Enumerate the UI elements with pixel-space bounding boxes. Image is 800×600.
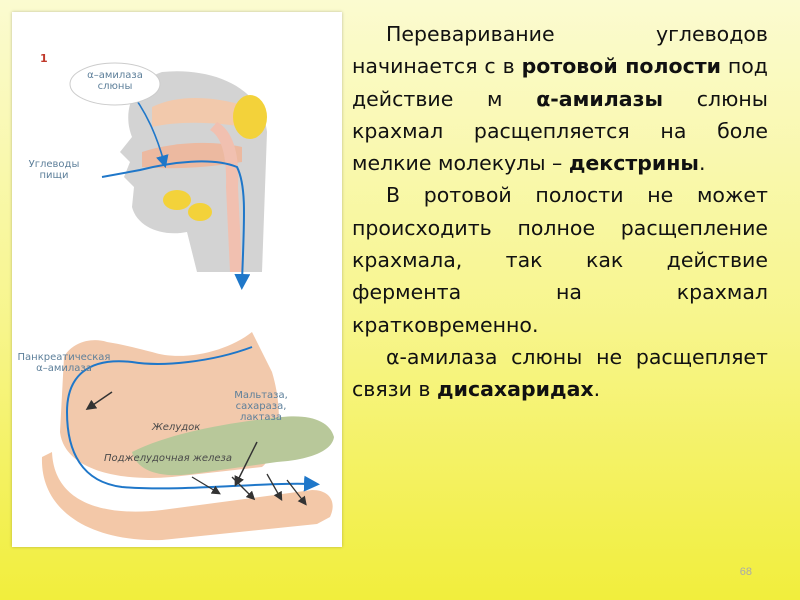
enzyme-arrow [234,441,258,487]
pancreatic-line2: α–амилаза [36,363,92,374]
paragraph-1: Переваривание углеводов начинается с в р… [352,22,768,176]
digestion-illustration: 1 α–амилаза слюны Углеводы пищи Панкреат… [12,12,342,547]
paragraph-3: α-амилаза слюны не расщепляет связи в ди… [352,344,768,402]
pancreas-shape [132,416,334,476]
dextrins-term: декстрины [568,151,699,176]
enzymes-label: Мальтаза, сахараза, лактаза [224,390,298,423]
pancreatic-amylase-label: Панкреатическая α–амилаза [16,352,112,374]
parotid-gland [233,95,267,139]
stomach-label: Желудок [152,422,201,433]
salivary-amylase-label: α–амилаза слюны [74,70,156,92]
food-carbs-line2: пищи [39,170,69,181]
pancreatic-line1: Панкреатическая [17,352,111,363]
stomach-pathway-arrow [65,346,320,492]
food-carbs-frame [20,155,88,185]
salivary-amylase-frame [69,62,161,106]
page-number: 68 [739,566,752,578]
pancreatic-arrow [85,391,113,410]
enzymes-line2: сахараза, [235,401,287,412]
enzymes-line1: Мальтаза, [234,390,288,401]
absorption-arrow-1 [191,476,221,495]
food-carbs-line1: Углеводы [28,159,80,170]
submandibular-gland-1 [163,190,191,210]
enzymes-line3: лактаза [240,412,282,423]
food-carbs-label: Углеводы пищи [20,159,88,181]
pharynx-tissue [210,122,242,272]
absorption-arrow-3 [266,473,283,501]
figure-number: 1 [40,52,48,65]
paragraph-2: В ротовой полости не может происходить п… [352,183,768,337]
disaccharides-term: дисахаридах [437,377,594,402]
pancreas-label: Поджелудочная железа [104,453,232,464]
amylase-term: α-амилазы [536,86,664,111]
submandibular-gland-2 [188,203,212,221]
salivary-amylase-line2: слюны [97,81,133,92]
digestion-diagram [20,62,334,541]
slide-text: Переваривание углеводов начинается с в р… [352,18,768,406]
oral-cavity-term: ротовой полости [521,54,721,79]
salivary-amylase-line1: α–амилаза [87,70,143,81]
intestine-shape [41,452,333,541]
absorption-arrow-4 [286,479,307,506]
absorption-arrow-2 [231,476,256,501]
